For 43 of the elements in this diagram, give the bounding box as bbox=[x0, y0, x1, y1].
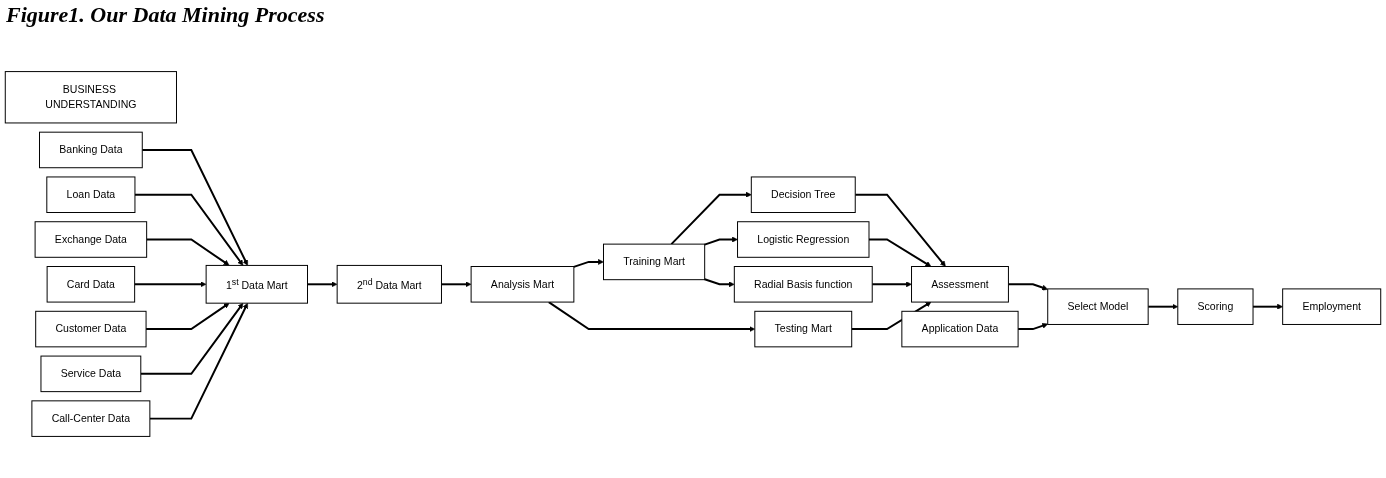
arrow bbox=[871, 281, 912, 288]
node-box: Decision Tree bbox=[750, 176, 856, 213]
node-box: Application Data bbox=[901, 310, 1019, 348]
node-box: Analysis Mart bbox=[470, 266, 575, 303]
arrow bbox=[440, 281, 472, 288]
figure-title: Figure1. Our Data Mining Process bbox=[6, 2, 325, 28]
arrow bbox=[1252, 303, 1283, 310]
node-box: Banking Data bbox=[39, 131, 143, 169]
arrow bbox=[145, 238, 230, 266]
arrow bbox=[868, 238, 932, 267]
arrow bbox=[133, 281, 207, 288]
arrow bbox=[1147, 303, 1179, 310]
node-box: 1$^{st}$ Data Mart bbox=[205, 264, 308, 304]
node-box: Assessment bbox=[911, 266, 1009, 303]
arrow bbox=[148, 302, 248, 420]
node-box: 2$^{nd}$ Data Mart bbox=[336, 264, 442, 304]
node-box: Exchange Data bbox=[34, 221, 148, 258]
arrow bbox=[306, 281, 338, 288]
node-box: Training Mart bbox=[603, 243, 706, 281]
node-box: Card Data bbox=[46, 266, 136, 303]
arrow bbox=[141, 148, 248, 266]
node-box: Call-Center Data bbox=[31, 400, 151, 437]
node-box: Customer Data bbox=[35, 310, 147, 348]
arrow bbox=[703, 278, 735, 288]
node-box: Loan Data bbox=[46, 176, 136, 213]
arrow bbox=[547, 301, 756, 332]
arrow bbox=[703, 236, 738, 246]
arrow bbox=[133, 193, 244, 266]
arrow bbox=[1007, 283, 1048, 291]
node-box: Service Data bbox=[40, 355, 142, 393]
node-box: Employment bbox=[1282, 288, 1382, 325]
arrow bbox=[139, 302, 244, 375]
arrow bbox=[854, 193, 946, 267]
node-box: Radial Basis function bbox=[733, 266, 873, 303]
arrow bbox=[1017, 322, 1048, 331]
arrow bbox=[572, 259, 604, 268]
arrow bbox=[670, 191, 752, 246]
arrow bbox=[145, 302, 230, 331]
node-box: Logistic Regression bbox=[737, 221, 870, 258]
node-box: Scoring bbox=[1177, 288, 1254, 325]
node-box: Testing Mart bbox=[754, 310, 853, 348]
node-box: BUSINESS UNDERSTANDING bbox=[4, 71, 177, 124]
node-box: Select Model bbox=[1047, 288, 1149, 325]
